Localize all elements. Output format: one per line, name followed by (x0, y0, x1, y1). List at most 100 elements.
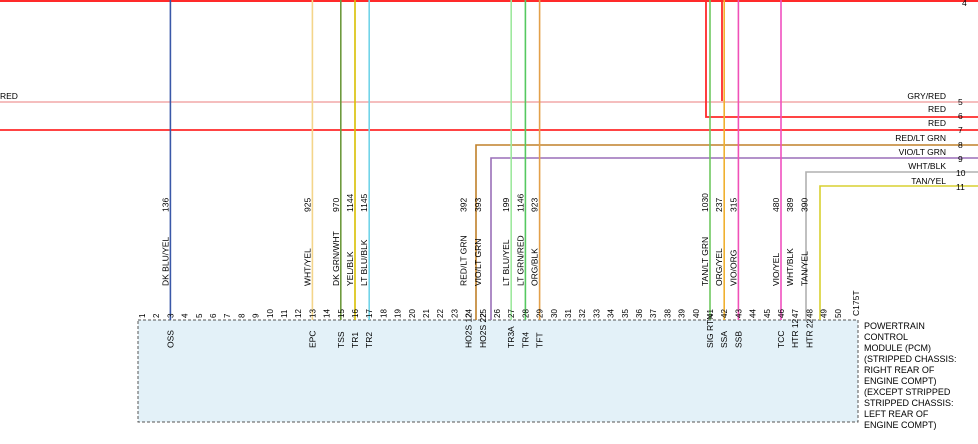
pin-number-32: 32 (578, 309, 587, 318)
module-label-line-6: ENGINE COMPT) (864, 376, 937, 386)
module-label-line-8: STRIPPED CHASSIS: (864, 398, 954, 408)
top-right-circuit-label: 4 (962, 0, 967, 8)
pin-number-39: 39 (678, 309, 687, 318)
circuit-color-393: VIO/LT GRN (473, 239, 483, 286)
pin-number-42: 42 (720, 309, 729, 318)
circuit-number-480: 480 (771, 198, 781, 212)
signal-label-htr-22: HTR 22 (804, 318, 814, 348)
signal-label-tss: TSS (336, 331, 346, 348)
circuit-color-480: VIO/YEL (771, 253, 781, 286)
wire-circuit-389 (805, 171, 978, 320)
module-label-line-4: (STRIPPED CHASSIS: (864, 354, 957, 364)
signal-label-tft: TFT (535, 332, 545, 348)
wire-red-6 (705, 0, 978, 118)
module-label-line-9: LEFT REAR OF (864, 409, 929, 419)
pin-number-13: 13 (308, 309, 317, 318)
pin-number-38: 38 (663, 309, 672, 318)
circuit-number-392: 392 (459, 198, 469, 212)
circuit-color-1145: LT BLU/BLK (359, 239, 369, 286)
left-wire-label: RED (0, 91, 18, 101)
pin-number-10: 10 (266, 309, 275, 318)
signal-label-epc: EPC (307, 331, 317, 348)
pin-number-46: 46 (777, 309, 786, 318)
signal-label-ho2s-22: HO2S 22 (478, 313, 488, 348)
pin-number-24: 24 (465, 309, 474, 318)
module-label-line-5: RIGHT REAR OF (864, 365, 935, 375)
pin-number-22: 22 (436, 309, 445, 318)
signal-label-htr-12: HTR 12 (790, 318, 800, 348)
circuit-number-389: 389 (785, 198, 795, 212)
pin-number-21: 21 (422, 309, 431, 318)
circuit-number-136: 136 (160, 198, 170, 212)
right-wire-label-11: TAN/YEL (911, 176, 946, 186)
circuit-number-199: 199 (501, 198, 511, 212)
circuit-number-1146: 1146 (515, 193, 525, 212)
pin-number-3: 3 (166, 313, 175, 318)
pin-number-41: 41 (706, 309, 715, 318)
pin-number-7: 7 (223, 313, 232, 318)
circuit-number-923: 923 (530, 198, 540, 212)
circuit-number-1145: 1145 (359, 193, 369, 212)
module-label-line-1: POWERTRAIN (864, 321, 925, 331)
pin-number-34: 34 (607, 309, 616, 318)
pin-number-29: 29 (536, 309, 545, 318)
pin-number-4: 4 (181, 313, 190, 318)
connector-id: C175T (851, 290, 861, 316)
circuit-number-390: 390 (799, 198, 809, 212)
right-wire-number-11: 11 (956, 182, 965, 192)
pin-number-43: 43 (734, 309, 743, 318)
pin-number-6: 6 (209, 313, 218, 318)
pin-number-47: 47 (791, 309, 800, 318)
pin-number-25: 25 (479, 309, 488, 318)
pin-number-15: 15 (337, 309, 346, 318)
circuit-number-1030: 1030 (700, 193, 710, 212)
circuit-color-315: VIO/ORG (728, 250, 738, 286)
signal-label-tr1: TR1 (350, 332, 360, 348)
circuit-color-392: RED/LT GRN (459, 235, 469, 286)
pin-number-48: 48 (805, 309, 814, 318)
right-wire-label-7: RED (928, 118, 946, 128)
right-wire-label-10: WHT/BLK (908, 161, 946, 171)
pin-number-5: 5 (195, 313, 204, 318)
circuit-color-970: DK GRN/WHT (331, 231, 341, 286)
pin-number-11: 11 (280, 309, 289, 318)
module-label-line-7: (EXCEPT STRIPPED (864, 387, 951, 397)
circuit-color-925: WHT/YEL (302, 248, 312, 286)
signal-label-sig-rtn: SIG RTN (705, 314, 715, 348)
circuit-number-315: 315 (728, 198, 738, 212)
wire-circuit-393 (490, 157, 978, 320)
module-label-line-10: ENGINE COMPT) (864, 420, 937, 430)
pin-number-31: 31 (564, 309, 573, 318)
circuit-number-393: 393 (473, 198, 483, 212)
pin-number-26: 26 (493, 309, 502, 318)
right-wire-number-10: 10 (956, 168, 966, 178)
pin-number-12: 12 (294, 309, 303, 318)
wire-circuit-390 (819, 185, 978, 320)
right-wire-label-5: GRY/RED (907, 91, 946, 101)
circuit-color-199: LT BLU/YEL (501, 239, 511, 286)
pin-number-1: 1 (138, 313, 147, 318)
pin-number-17: 17 (365, 309, 374, 318)
circuit-number-1144: 1144 (345, 193, 355, 212)
pcm-module-box (137, 319, 859, 423)
pin-number-30: 30 (550, 309, 559, 318)
circuit-color-389: WHT/BLK (785, 248, 795, 286)
signal-label-tr4: TR4 (520, 332, 530, 348)
module-label-line-2: CONTROL (864, 332, 908, 342)
pin-number-9: 9 (252, 313, 261, 318)
wire-circuit-392 (475, 144, 978, 320)
right-wire-label-9: VIO/LT GRN (899, 147, 946, 157)
right-wire-number-7: 7 (958, 125, 963, 135)
pin-number-35: 35 (621, 309, 630, 318)
right-wire-label-8: RED/LT GRN (895, 133, 946, 143)
pin-number-50: 50 (834, 309, 843, 318)
pin-number-44: 44 (749, 309, 758, 318)
signal-label-tr2: TR2 (364, 332, 374, 348)
module-label-line-3: MODULE (PCM) (864, 343, 931, 353)
pin-number-2: 2 (152, 313, 161, 318)
circuit-color-136: DK BLU/YEL (160, 237, 170, 286)
circuit-color-237: ORG/YEL (714, 248, 724, 286)
pin-number-37: 37 (649, 309, 658, 318)
pin-number-19: 19 (394, 309, 403, 318)
